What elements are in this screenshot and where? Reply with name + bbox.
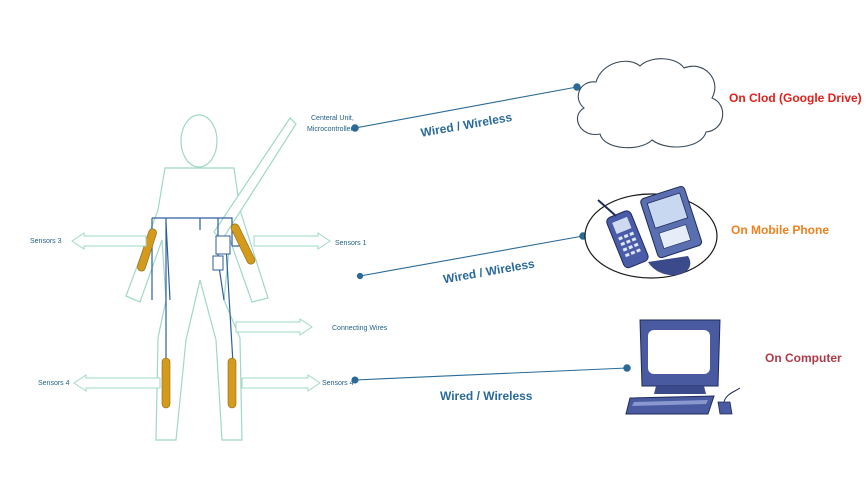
computer-icon bbox=[625, 319, 741, 415]
label-arrows bbox=[71, 232, 331, 392]
computer-destination-label: On Computer bbox=[765, 351, 842, 365]
central-unit-label-line1: Centeral Unit, bbox=[311, 115, 354, 122]
sensor-pod-left-arm bbox=[137, 228, 157, 272]
computer-link-line bbox=[354, 367, 628, 381]
computer-link-label: Wired / Wireless bbox=[440, 389, 533, 403]
connecting-wires-label: Connecting Wires bbox=[332, 325, 388, 332]
arrow-sensor-4-left bbox=[73, 374, 161, 392]
sensor-pod-right-arm bbox=[230, 223, 256, 265]
sensor-4-right-label: Sensors 4 bbox=[322, 380, 354, 387]
cloud-destination-label: On Clod (Google Drive) bbox=[729, 91, 862, 105]
mobile-link-line bbox=[359, 235, 584, 277]
sensor-4-left-label: Sensors 4 bbox=[38, 380, 70, 387]
mobile-link-label: Wired / Wireless bbox=[442, 256, 536, 286]
human-figure bbox=[125, 114, 269, 441]
mobile-phone-icon bbox=[584, 185, 718, 279]
sensor-pod-right-leg bbox=[227, 357, 237, 409]
cloud-link-line bbox=[354, 86, 578, 129]
link-lines bbox=[351, 83, 631, 384]
arrow-sensor-3 bbox=[71, 232, 147, 250]
sensor-3-label: Sensors 3 bbox=[30, 238, 62, 245]
arrow-connecting-wires bbox=[235, 318, 313, 336]
sensor-1-label: Sensors 1 bbox=[335, 240, 367, 247]
sensor-pods bbox=[137, 223, 256, 409]
cloud-link-label: Wired / Wireless bbox=[420, 110, 514, 140]
central-unit-label-line2: Microcontrollers bbox=[307, 126, 357, 133]
central-unit-module-small bbox=[212, 255, 224, 271]
arrow-sensor-4-right bbox=[241, 374, 321, 392]
arrow-sensor-1 bbox=[253, 232, 331, 250]
cloud-icon bbox=[577, 58, 724, 149]
sensor-pod-left-leg bbox=[161, 357, 171, 409]
mobile-destination-label: On Mobile Phone bbox=[731, 223, 829, 237]
central-unit-module bbox=[215, 235, 231, 255]
